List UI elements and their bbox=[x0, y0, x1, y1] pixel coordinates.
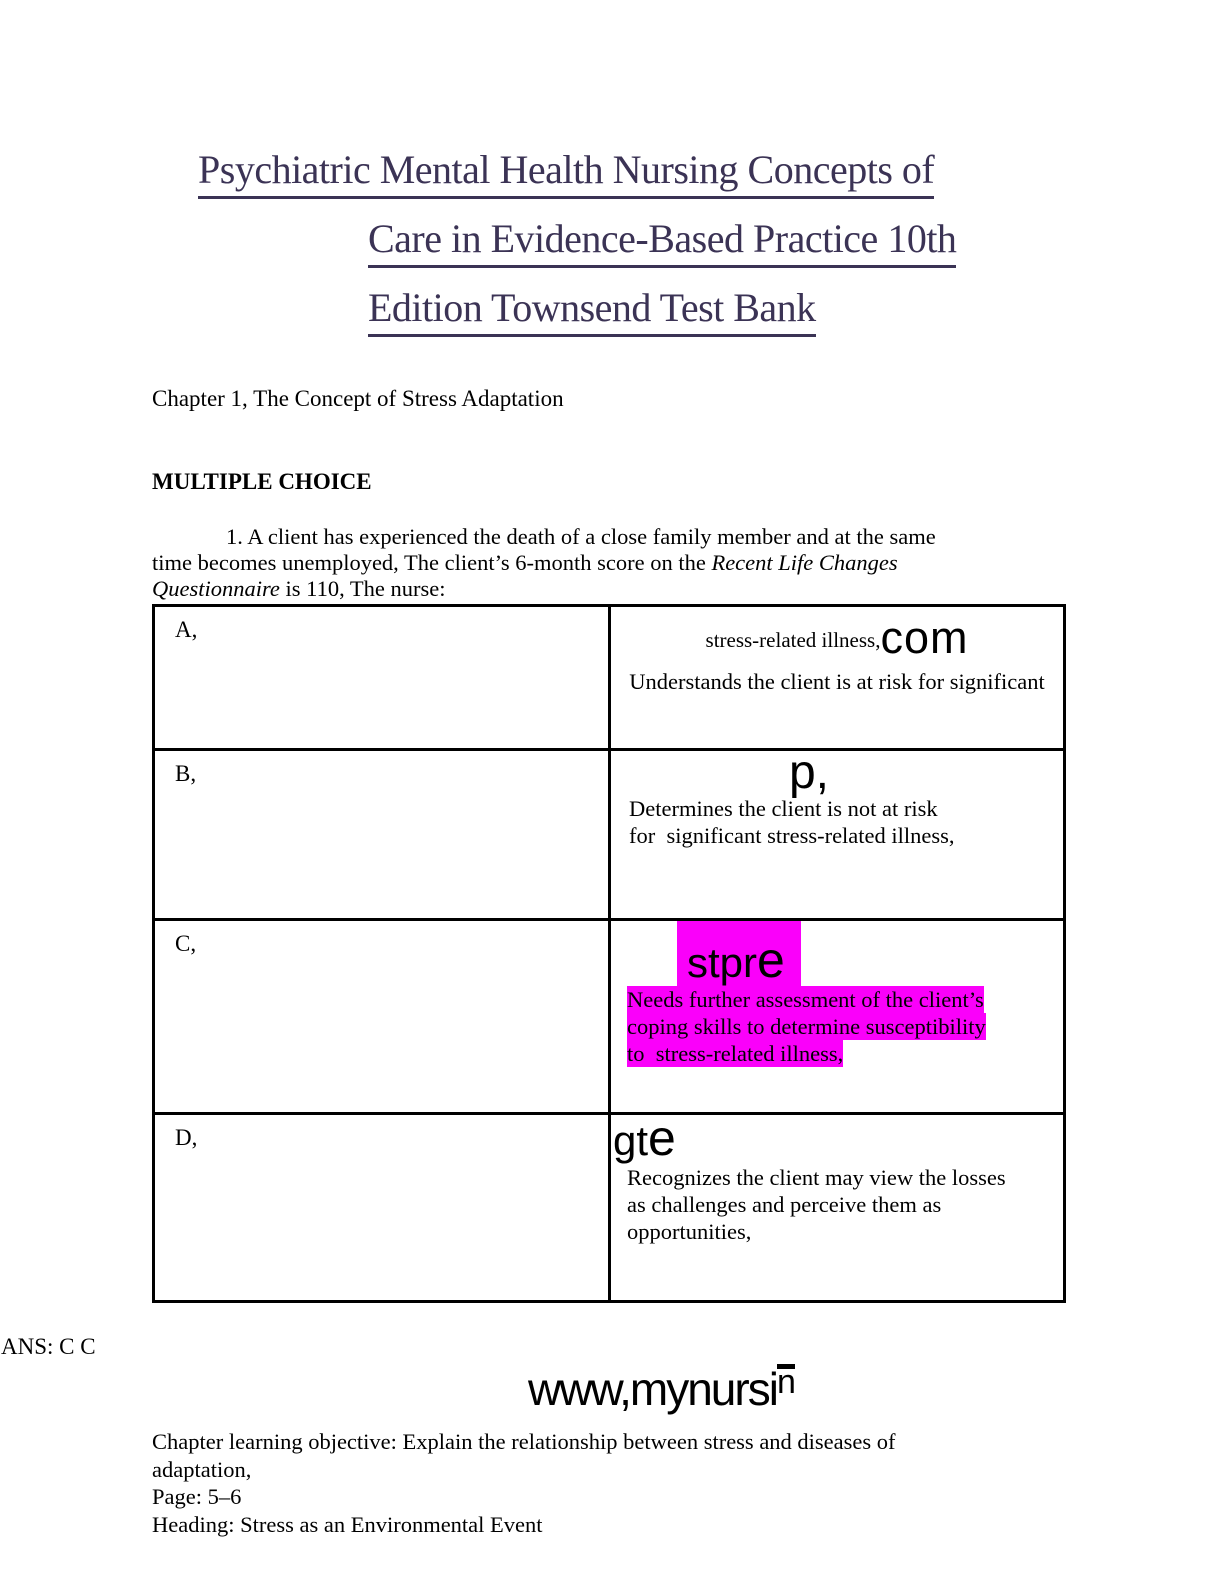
footer-objective-line-1: Chapter learning objective: Explain the … bbox=[152, 1429, 896, 1454]
option-c-overlay-tail: e bbox=[757, 932, 785, 988]
question-line-2-plain: time becomes unemployed, The client’s 6-… bbox=[152, 550, 712, 575]
option-d-overlay: gte bbox=[613, 1113, 1063, 1164]
option-a-label: A, bbox=[175, 617, 198, 642]
option-a-line-1: stress-related illness,com bbox=[611, 607, 1063, 668]
option-c-content: stpre Needs further assessment of the cl… bbox=[611, 921, 1063, 1081]
option-c-label: C, bbox=[175, 931, 197, 956]
document-title: Psychiatric Mental Health Nursing Concep… bbox=[0, 146, 1224, 353]
question-line-3: Questionnaire is 110, The nurse: bbox=[152, 576, 936, 602]
footer-objective-line-2: adaptation, bbox=[152, 1456, 252, 1482]
option-d-content: gte Recognizes the client may view the l… bbox=[611, 1113, 1063, 1257]
question-line-1: 1. A client has experienced the death of… bbox=[226, 524, 936, 549]
option-b-line-2: for significant stress-related illness, bbox=[629, 823, 955, 848]
option-b-label-cell: B, bbox=[152, 748, 611, 921]
option-d-lines: Recognizes the client may view the losse… bbox=[611, 1164, 1063, 1245]
option-a-line-2: Understands the client is at risk for si… bbox=[629, 669, 1045, 694]
option-c-line-2: coping skills to determine susceptibilit… bbox=[627, 1013, 986, 1040]
option-d-label: D, bbox=[175, 1125, 198, 1150]
title-line-3: Edition Townsend Test Bank bbox=[368, 284, 1224, 353]
question-line-3-italic: Questionnaire bbox=[152, 576, 280, 601]
option-a-label-cell: A, bbox=[152, 604, 611, 751]
watermark-superscript: n bbox=[776, 1363, 796, 1401]
question-line-2: time becomes unemployed, The client’s 6-… bbox=[152, 550, 936, 576]
option-d-line-1: Recognizes the client may view the losse… bbox=[627, 1165, 1006, 1190]
option-b-label: B, bbox=[175, 761, 197, 786]
option-b-overlay-text: p, bbox=[788, 746, 830, 799]
option-d-overlay-tail: e bbox=[648, 1110, 676, 1166]
option-d-line-3: opportunities, bbox=[627, 1219, 752, 1244]
option-row-a: A, stress-related illness,com Understand… bbox=[152, 604, 1066, 751]
watermark: www,mynursin bbox=[528, 1362, 796, 1416]
option-d-line-2: as challenges and perceive them as bbox=[627, 1192, 942, 1217]
question-text: 1. A client has experienced the death of… bbox=[152, 524, 936, 602]
option-b-value-cell: p, Determines the client is not at risk … bbox=[608, 748, 1066, 921]
title-line-2: Care in Evidence-Based Practice 10th bbox=[368, 215, 1224, 284]
option-a-overlay-text: com bbox=[880, 612, 969, 663]
option-row-d: D, gte Recognizes the client may view th… bbox=[152, 1112, 1066, 1303]
footer-page-line: Page: 5–6 bbox=[152, 1484, 242, 1509]
title-line-1-text: Psychiatric Mental Health Nursing Concep… bbox=[198, 147, 935, 199]
option-row-b: B, p, Determines the client is not at ri… bbox=[152, 748, 1066, 921]
option-row-c: C, stpre Needs further assessment of the… bbox=[152, 918, 1066, 1115]
option-d-label-cell: D, bbox=[152, 1112, 611, 1303]
option-c-line-3: to stress-related illness, bbox=[627, 1040, 844, 1067]
option-b-line-1: Determines the client is not at risk bbox=[629, 796, 938, 821]
footer-notes: Chapter learning objective: Explain the … bbox=[152, 1428, 896, 1538]
chapter-heading: Chapter 1, The Concept of Stress Adaptat… bbox=[152, 386, 564, 411]
options-table: A, stress-related illness,com Understand… bbox=[152, 604, 1066, 1303]
option-c-value-cell: stpre Needs further assessment of the cl… bbox=[608, 918, 1066, 1115]
question-line-2-italic: Recent Life Changes bbox=[711, 550, 898, 575]
answer-line: ANS: C C bbox=[1, 1334, 96, 1359]
watermark-main-text: www,mynursi bbox=[528, 1363, 779, 1415]
title-line-2-text: Care in Evidence-Based Practice 10th bbox=[368, 216, 957, 268]
option-b-content: p, Determines the client is not at risk … bbox=[611, 749, 1063, 861]
option-a-content: stress-related illness,com Understands t… bbox=[611, 607, 1063, 701]
title-line-3-text: Edition Townsend Test Bank bbox=[368, 285, 816, 337]
footer-heading-line: Heading: Stress as an Environmental Even… bbox=[152, 1511, 543, 1537]
option-b-lines: Determines the client is not at risk for… bbox=[611, 795, 1063, 849]
option-c-overlay-head: stpr bbox=[687, 939, 758, 986]
option-d-value-cell: gte Recognizes the client may view the l… bbox=[608, 1112, 1066, 1303]
question-line-3-plain: is 110, The nurse: bbox=[279, 576, 446, 601]
option-a-inline-text: stress-related illness, bbox=[705, 628, 881, 652]
title-line-1: Psychiatric Mental Health Nursing Concep… bbox=[198, 146, 1224, 215]
section-heading: MULTIPLE CHOICE bbox=[152, 469, 372, 494]
option-d-overlay-head: gt bbox=[613, 1117, 649, 1164]
option-c-line-1: Needs further assessment of the client’s bbox=[627, 986, 984, 1013]
option-a-value-cell: stress-related illness,com Understands t… bbox=[608, 604, 1066, 751]
option-c-overlay-highlight: stpre bbox=[677, 921, 801, 986]
option-c-label-cell: C, bbox=[152, 918, 611, 1115]
